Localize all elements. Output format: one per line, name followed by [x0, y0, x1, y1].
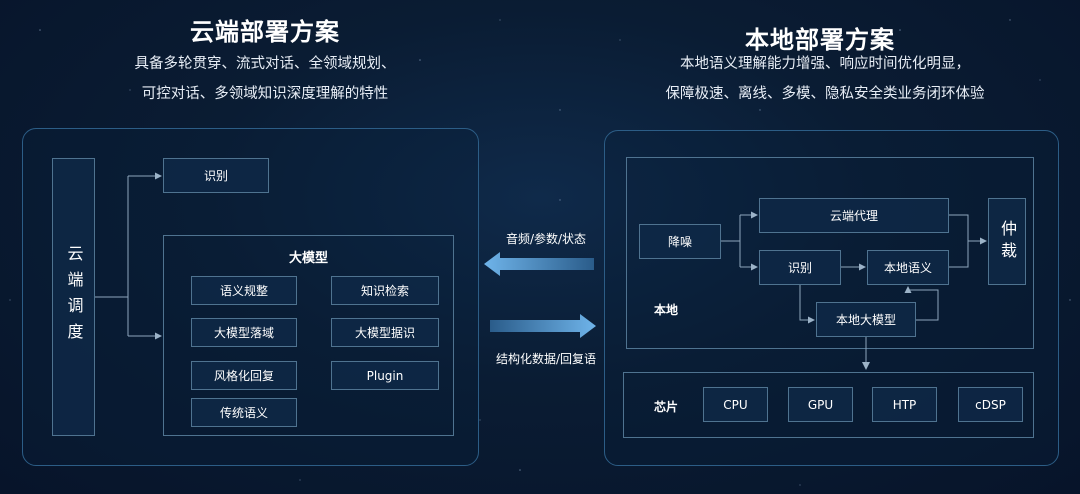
arrow-left-icon [484, 252, 594, 276]
cloud-dispatch-box: 云端调度 [52, 158, 95, 436]
chip-cdsp: cDSP [958, 387, 1023, 422]
cloud-description-line2: 可控对话、多领域知识深度理解的特性 [141, 86, 389, 102]
local-label: 本地 [654, 303, 679, 317]
module-semantic-normalize: 语义规整 [191, 276, 297, 305]
module-plugin: Plugin [331, 361, 439, 390]
chip-htp: HTP [872, 387, 937, 422]
module-model-domain: 大模型落域 [191, 318, 297, 347]
return-label: 结构化数据/回复语 [495, 352, 597, 366]
upload-label: 音频/参数/状态 [505, 232, 587, 246]
chip-gpu: GPU [788, 387, 853, 422]
local-recognize-box: 识别 [759, 250, 841, 285]
cloud-recognize-box: 识别 [163, 158, 269, 193]
local-title: 本地部署方案 [745, 26, 895, 54]
cloud-title: 云端部署方案 [190, 18, 340, 46]
denoise-box: 降噪 [639, 224, 721, 259]
cloud-agent-box: 云端代理 [759, 198, 949, 233]
chip-cpu: CPU [703, 387, 768, 422]
arrow-right-icon [490, 314, 596, 338]
module-traditional-semantic: 传统语义 [191, 398, 297, 427]
arbitration-box: 仲裁 [988, 198, 1026, 285]
arbitration-label: 仲裁 [998, 219, 1017, 264]
module-model-rejection: 大模型据识 [331, 318, 439, 347]
chip-frame [623, 372, 1034, 438]
local-description-line2: 保障极速、离线、多模、隐私安全类业务闭环体验 [665, 86, 985, 102]
module-knowledge-retrieval: 知识检索 [331, 276, 439, 305]
module-styled-reply: 风格化回复 [191, 361, 297, 390]
big-model-frame [163, 235, 454, 436]
local-model-box: 本地大模型 [816, 302, 916, 337]
big-model-title: 大模型 [288, 251, 328, 266]
local-semantic-box: 本地语义 [867, 250, 949, 285]
local-description-line1: 本地语义理解能力增强、响应时间优化明显， [680, 56, 970, 72]
chip-label: 芯片 [654, 400, 679, 414]
local-frame [626, 157, 1034, 349]
cloud-description-line1: 具备多轮贯穿、流式对话、全领域规划、 [134, 56, 396, 72]
